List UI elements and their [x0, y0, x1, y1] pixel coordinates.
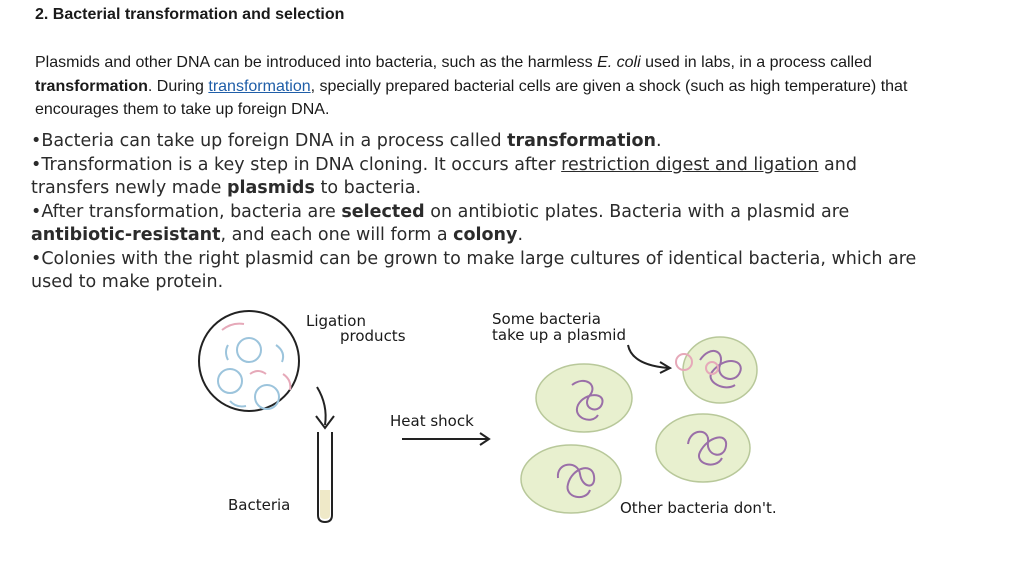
some-bacteria-label: take up a plasmid: [492, 326, 626, 344]
intro-bold-term: transformation: [35, 77, 148, 95]
intro-text: used in labs, in a process called: [640, 54, 872, 71]
bacterium: [520, 444, 622, 514]
section-heading: 2. Bacterial transformation and selectio…: [35, 6, 345, 23]
bullet-list: •Bacteria can take up foreign DNA in a p…: [31, 130, 931, 295]
bullet-item: •Bacteria can take up foreign DNA in a p…: [31, 131, 662, 151]
bullet-item: •After transformation, bacteria are sele…: [31, 201, 850, 246]
test-tube: [317, 432, 333, 524]
right-arrow-icon: [402, 432, 491, 446]
down-arrow-icon: [316, 386, 327, 426]
some-bacteria-label: Some bacteria: [492, 310, 601, 328]
transformation-link[interactable]: transformation: [208, 77, 311, 95]
bacteria-label: Bacteria: [228, 496, 290, 514]
ligation-label: Ligation: [306, 312, 366, 330]
intro-text: Plasmids and other DNA can be introduced…: [35, 54, 598, 71]
bacterium: [535, 363, 633, 433]
ligation-label: products: [340, 327, 406, 345]
curved-arrow-icon: [627, 344, 673, 374]
bullet-item: •Transformation is a key step in DNA clo…: [31, 154, 857, 199]
arrowhead-icon: [315, 415, 335, 430]
bullet-item: •Colonies with the right plasmid can be …: [31, 248, 917, 293]
ligation-products-circle: [198, 310, 300, 412]
restriction-link[interactable]: restriction digest and ligation: [561, 154, 819, 175]
bacterium-with-plasmid: [675, 336, 758, 404]
intro-paragraph: Plasmids and other DNA can be introduced…: [35, 51, 915, 122]
intro-text: . During: [147, 77, 209, 95]
heat-shock-label: Heat shock: [390, 412, 474, 430]
other-bacteria-label: Other bacteria don't.: [620, 499, 777, 517]
bacterium: [655, 413, 751, 483]
intro-ecoli: E. coli: [597, 54, 641, 71]
intro-text: , specially prepared bacterial cells are…: [35, 77, 908, 119]
